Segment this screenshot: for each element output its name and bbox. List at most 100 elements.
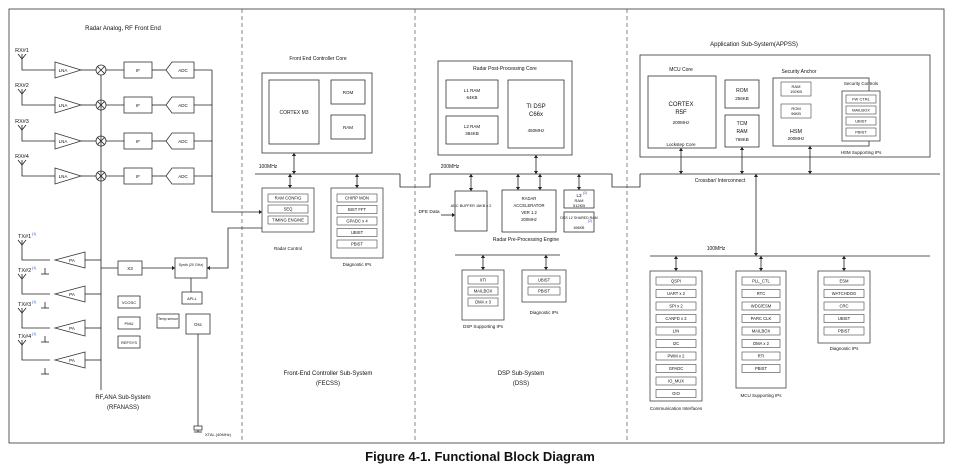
pa-label: PA [69,358,75,363]
fecss-diagnostic-item [336,193,378,203]
cortex-r5f-freq: 200MHz [673,120,691,125]
communication-interfaces-item-label: GPADC [669,366,684,371]
l3-ram-size: 512KB [573,203,585,208]
vcoc-label: VCOSC [122,300,136,305]
arrowhead [291,171,297,174]
communication-interfaces-item [655,364,697,373]
security-controls-item-label: UBIST [855,119,867,124]
tx-superscript: (1) [32,300,36,304]
mcu-supporting-item-label: RTI [758,354,765,359]
cortex-r5f-block [647,75,717,149]
adc-buffer-label: ADC BUFFER 16KB x 2 [451,204,492,208]
mcu-supporting-item [741,351,781,361]
lna-amplifier [54,132,83,150]
lna-amplifier [54,167,83,185]
arrowhead [543,255,549,258]
fecss-ram-label: RAM [343,125,353,130]
hsm-ram-label: RAM [792,84,801,89]
mcu-supporting-item [741,364,781,373]
xtal-crystal [193,425,203,431]
rf-title: Radar Analog, RF Front End [85,26,161,32]
radar-control-item-label: RAM CONFIG [275,196,302,201]
dss-diagnostic-title: Diagnostic IPs [530,310,560,315]
communication-interfaces-item [655,376,697,386]
communication-interfaces-item [655,326,697,336]
mcu-supporting-item-label: PBIST [755,366,768,371]
temp-block [156,313,180,329]
tx-superscript: (1) [32,232,36,236]
adc-label: ADC [178,68,188,73]
fecss-rom-label: ROM [343,90,354,95]
arrowhead [678,148,684,151]
l1-ram-block [445,79,499,109]
communication-interfaces-item-label: SPI x 2 [669,304,683,309]
arrowhead [533,171,539,174]
if-label: IF [136,68,140,73]
fecss-core-title: Front End Controller Core [289,56,346,62]
tx-superscript: (1) [32,332,36,336]
rf-subsystem-title: RF,ANA Sub-System [95,395,150,401]
arrowhead [287,185,293,188]
mcu-supporting-item-label: PLL_CTL [752,279,770,284]
dfe-data-label: DFE Data [418,209,439,215]
mcu-supporting-item-label: RTC [757,291,766,296]
dss-diagnostic-item [527,275,561,285]
communication-interfaces-item [655,289,697,298]
appss-diagnostic-item-label: ESM [839,279,849,284]
dsp-supporting-title: DSP Supporting IPs [463,324,504,329]
dss-shared-size: 896KB [574,226,585,230]
radar-control-item [267,193,309,203]
radar-control-item-label: SEQ [284,207,294,212]
l1-ram-label: L1 RAM [464,88,481,93]
tx-label: TX#4 [18,334,31,340]
tx-label: TX#3 [18,302,31,308]
tx-feed [21,318,50,329]
dsp-supporting-item-label: MAILBOX [474,289,493,294]
communication-interfaces-item-label: PWM x 2 [668,354,686,359]
arrowhead [753,253,759,256]
communication-interfaces-item-label: I2C [673,341,680,346]
tx-superscript: (1) [32,266,36,270]
rx-feed [21,170,50,177]
arrowhead [287,174,293,177]
synth-block [174,257,208,279]
communication-interfaces-title: Communication Interfaces [650,406,703,411]
apll-block [181,291,203,305]
appss-diagnostic-item [823,301,865,311]
tx-label: TX#1 [18,234,31,240]
crossbar-label: Crossbar/ Interconnect [695,178,746,184]
rx-label: RX#4 [15,154,29,160]
appss-diagnostic-item [823,276,865,286]
lna-label: LNA [59,139,68,144]
dss-diagnostic-item-label: UBIST [538,278,551,283]
rx-antenna-icon [17,124,27,131]
dss-shared-label: DSS L2 SHARED RAM [560,216,597,220]
dsp-supporting-item [467,275,499,285]
radar-control-item-label: TIMING ENGINE [272,218,304,223]
arrowhead [739,147,745,150]
tcm-ram-label: RAM [736,129,747,135]
appss-diagnostic-item [823,314,865,323]
appss-rom-block [724,79,760,109]
fecss-rom-block [330,79,366,105]
communication-interfaces-item-label: CANFD x 2 [665,316,687,321]
communication-interfaces-item [655,276,697,286]
fecss-diagnostic-item-label: CHIRP MON [345,196,369,201]
tcm-label: TCM [737,121,748,127]
cortex-m3-label: CORTEX M3 [279,110,308,116]
adc-buffer-block [454,190,488,232]
osc-label: Osc [194,322,203,327]
communication-interfaces-item [655,351,697,361]
xtal-label: XTAL (40MHz) [205,432,232,437]
rx-feed [21,64,50,71]
dss-shared-ram-block [563,211,595,233]
arrowhead [207,265,210,271]
appss-diagnostic-item-label: UBIST [838,316,851,321]
arrowhead [537,187,543,190]
adc-label: ADC [178,174,188,179]
arrowhead [537,174,543,177]
fecss-diagnostic-item-label: PBIST [351,242,364,247]
arrowhead [758,256,764,259]
communication-interfaces-item-label: QSPI [671,279,681,284]
rx-label: RX#2 [15,83,29,89]
